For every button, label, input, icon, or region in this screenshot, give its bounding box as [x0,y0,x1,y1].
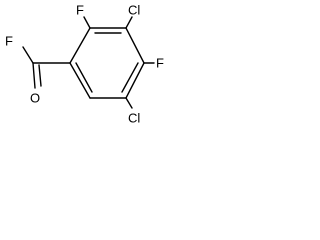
atom-label-o-left: O [30,91,40,106]
bond-acyl-carbon-f [22,46,34,64]
bond-acyl-carbon-o [32,62,36,89]
bond-c3-cl [125,16,133,29]
ring-bond-c3-c4 [125,27,145,64]
atom-label-f-right: F [156,56,164,71]
ring-bond-c1-c2 [69,27,91,64]
bond-c5-cl [125,97,133,109]
bond-c2-f [83,16,91,29]
chemical-structure: F Cl F Cl F O [5,3,164,126]
ring-bond-c6-c1 [69,62,91,99]
ring-bond-c4-c5 [125,62,145,99]
atom-label-f-left: F [5,34,13,49]
atom-label-cl-bottom: Cl [128,111,140,126]
atom-labels: F Cl F Cl F O [5,3,164,126]
substituent-bonds [22,16,155,109]
bond-acyl-carbon-o-double [38,64,42,87]
ring-bonds [69,27,145,99]
atom-label-cl-top: Cl [128,3,140,18]
ring-bond-c6-c1-inner [75,62,93,93]
atom-label-f-top: F [76,3,84,18]
ring-bond-c4-c5-inner [121,62,139,93]
